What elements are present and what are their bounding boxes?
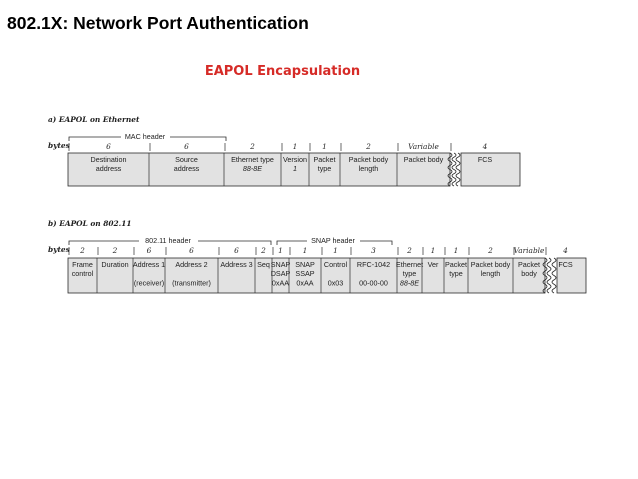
field-label: 0x03 bbox=[328, 278, 344, 287]
field-label: FCS bbox=[478, 155, 493, 164]
field-size: Variable bbox=[514, 246, 545, 255]
field-label: 88-8E bbox=[243, 164, 262, 173]
field-label: Packet bbox=[314, 155, 336, 164]
header-bracket bbox=[68, 136, 227, 141]
snap-header-label: SNAP header bbox=[311, 236, 355, 245]
field-label: 0xAA bbox=[272, 278, 289, 287]
field-label: type bbox=[449, 269, 463, 278]
field-label: Address 3 bbox=[220, 260, 252, 269]
field-size: 4 bbox=[482, 142, 488, 151]
field-size: 1 bbox=[293, 142, 298, 151]
field-label: SNAP bbox=[271, 260, 291, 269]
frame-box-fcs bbox=[460, 152, 521, 187]
field-label: RFC-1042 bbox=[357, 260, 390, 269]
ethernet-caption: a) EAPOL on Ethernet bbox=[48, 115, 140, 124]
field-size: 1 bbox=[431, 246, 436, 255]
field-label: (transmitter) bbox=[172, 278, 211, 287]
field-label: Packet bbox=[518, 260, 540, 269]
field-label: Ver bbox=[428, 260, 439, 269]
header-bracket bbox=[68, 240, 272, 245]
field-label: SNAP bbox=[295, 260, 315, 269]
field-size: 2 bbox=[249, 142, 255, 151]
field-label: Source bbox=[175, 155, 198, 164]
field-label: address bbox=[174, 164, 200, 173]
field-label: Seq bbox=[257, 260, 270, 269]
field-size: 1 bbox=[454, 246, 459, 255]
field-size: 4 bbox=[562, 246, 568, 255]
field-size: 1 bbox=[322, 142, 327, 151]
wifi-caption: b) EAPOL on 802.11 bbox=[48, 219, 132, 228]
field-size: 1 bbox=[333, 246, 338, 255]
field-label: 1 bbox=[293, 164, 297, 173]
field-label: 0xAA bbox=[296, 278, 313, 287]
field-size: 2 bbox=[365, 142, 371, 151]
field-label: length bbox=[359, 164, 379, 173]
field-label: Ethernet bbox=[396, 260, 423, 269]
field-size: 2 bbox=[406, 246, 412, 255]
field-label: body bbox=[521, 269, 537, 278]
field-label: Packet body bbox=[471, 260, 511, 269]
ethernet-bytes-label: bytes bbox=[48, 141, 71, 150]
slide-title: 802.1X: Network Port Authentication bbox=[7, 13, 309, 33]
field-label: 00-00-00 bbox=[359, 278, 388, 287]
field-label: Frame bbox=[72, 260, 93, 269]
field-size: 6 bbox=[184, 142, 189, 151]
field-size: 3 bbox=[371, 246, 376, 255]
field-label: type bbox=[403, 269, 417, 278]
field-label: length bbox=[481, 269, 501, 278]
field-label: DSAP bbox=[271, 269, 291, 278]
field-size: 2 bbox=[112, 246, 118, 255]
field-size: 1 bbox=[303, 246, 308, 255]
field-label: Packet bbox=[445, 260, 467, 269]
field-size: 6 bbox=[147, 246, 152, 255]
break-mark bbox=[551, 257, 557, 294]
field-size: 6 bbox=[106, 142, 111, 151]
field-size: Variable bbox=[408, 142, 439, 151]
field-size: 6 bbox=[234, 246, 239, 255]
field-label: Duration bbox=[101, 260, 128, 269]
80211-header-label: 802.11 header bbox=[145, 236, 191, 245]
ethernet-frame: 6Destinationaddress6Sourceaddress2Ethern… bbox=[67, 136, 521, 187]
break-mark bbox=[542, 257, 548, 294]
field-label: (receiver) bbox=[134, 278, 164, 287]
slide-subtitle: EAPOL Encapsulation bbox=[204, 64, 361, 79]
field-size: 1 bbox=[278, 246, 283, 255]
field-label: type bbox=[318, 164, 332, 173]
field-label: 88-8E bbox=[400, 278, 419, 287]
wifi-bytes-label: bytes bbox=[48, 245, 71, 254]
field-label: Ethernet type bbox=[231, 155, 274, 164]
field-label: Destination bbox=[91, 155, 127, 164]
field-label: address bbox=[96, 164, 122, 173]
field-label: Version bbox=[283, 155, 307, 164]
header-bracket bbox=[276, 240, 393, 245]
field-size: 6 bbox=[189, 246, 194, 255]
field-size: 2 bbox=[487, 246, 493, 255]
field-label: FCS bbox=[558, 260, 573, 269]
field-label: Packet body bbox=[349, 155, 389, 164]
field-label: Control bbox=[324, 260, 348, 269]
field-label: Address 1 bbox=[133, 260, 165, 269]
frame-box-fcs bbox=[556, 257, 587, 294]
break-mark bbox=[546, 257, 552, 294]
field-label: control bbox=[72, 269, 94, 278]
frame-box-main bbox=[67, 257, 546, 294]
field-size: 2 bbox=[260, 246, 266, 255]
field-label: Address 2 bbox=[175, 260, 207, 269]
break-mark bbox=[447, 152, 453, 187]
field-label: SSAP bbox=[295, 269, 314, 278]
field-size: 2 bbox=[79, 246, 85, 255]
frame-box-main bbox=[67, 152, 451, 187]
field-label: Packet body bbox=[404, 155, 444, 164]
mac-header-label: MAC header bbox=[125, 132, 166, 141]
break-mark bbox=[451, 152, 457, 187]
break-mark bbox=[455, 152, 461, 187]
